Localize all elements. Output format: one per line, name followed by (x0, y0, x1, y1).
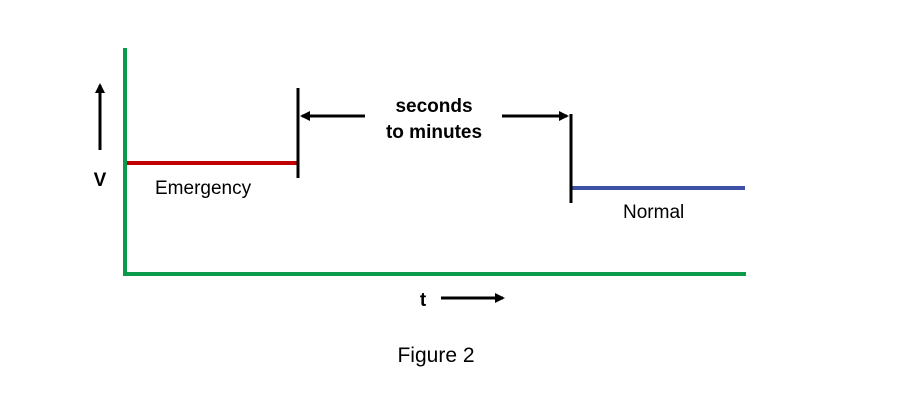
figure-caption: Figure 2 (397, 344, 474, 367)
y-axis-label: V (94, 170, 107, 191)
x-axis-label: t (420, 290, 427, 311)
annotation-line-2: to minutes (386, 122, 482, 143)
normal-label: Normal (623, 202, 684, 223)
annotation-line-1: seconds (395, 96, 472, 117)
emergency-label: Emergency (155, 178, 252, 199)
